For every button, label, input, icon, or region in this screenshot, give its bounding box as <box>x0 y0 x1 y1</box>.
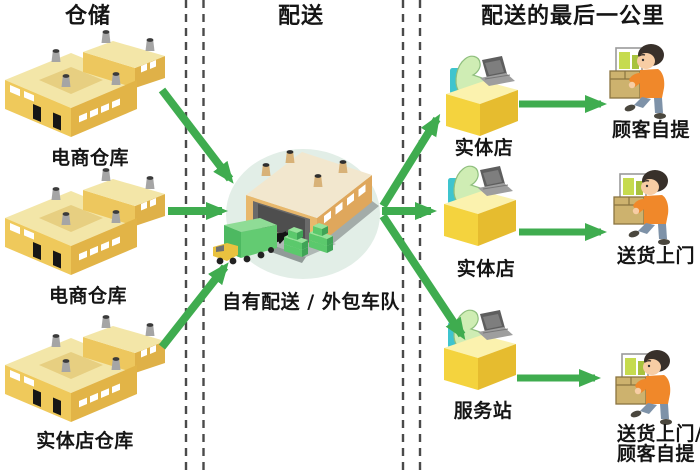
customer-label-3-line2: 顾客自提 <box>617 443 696 465</box>
lastmile-arrows <box>517 95 607 387</box>
arrow-warehouse1-to-hub <box>158 87 234 184</box>
warehouse-building-1 <box>5 30 165 137</box>
delivery-truck <box>213 218 277 265</box>
customer-label-2: 送货上门 <box>616 245 696 267</box>
warehouse-label-3: 实体店仓库 <box>36 430 134 452</box>
flow-arrows <box>158 87 466 350</box>
column-divider-right <box>401 0 422 470</box>
customer-label-3: 送货上门/ 顾客自提 <box>617 424 700 464</box>
arrow-warehouse3-to-hub <box>158 262 229 350</box>
customer-figure-3 <box>615 349 673 426</box>
customer-label-1: 顾客自提 <box>611 119 691 141</box>
header-warehousing: 仓储 <box>64 4 112 29</box>
header-last-mile: 配送的最后一公里 <box>480 4 666 29</box>
header-distribution: 配送 <box>277 4 325 29</box>
hub-label: 自有配送 / 外包车队 <box>222 291 400 313</box>
warehouse-building-2 <box>5 168 165 275</box>
warehouse-building-3 <box>5 315 165 422</box>
column-divider-left <box>184 0 205 470</box>
store-counter-2 <box>443 165 517 247</box>
customer-label-3-line1: 送货上门/ <box>617 423 700 445</box>
warehouse-label-1: 电商仓库 <box>50 147 130 169</box>
store-counter-1 <box>445 55 519 137</box>
customer-figure-1 <box>609 43 667 120</box>
store-label-2: 实体店 <box>456 258 516 280</box>
customer-figure-2 <box>613 169 671 246</box>
warehouse-label-2: 电商仓库 <box>48 285 128 307</box>
store-label-3: 服务站 <box>453 400 513 422</box>
arrow-hub-to-store1 <box>379 113 441 209</box>
arrow-hub-to-store3 <box>379 213 466 340</box>
store-label-1: 实体店 <box>454 137 514 159</box>
